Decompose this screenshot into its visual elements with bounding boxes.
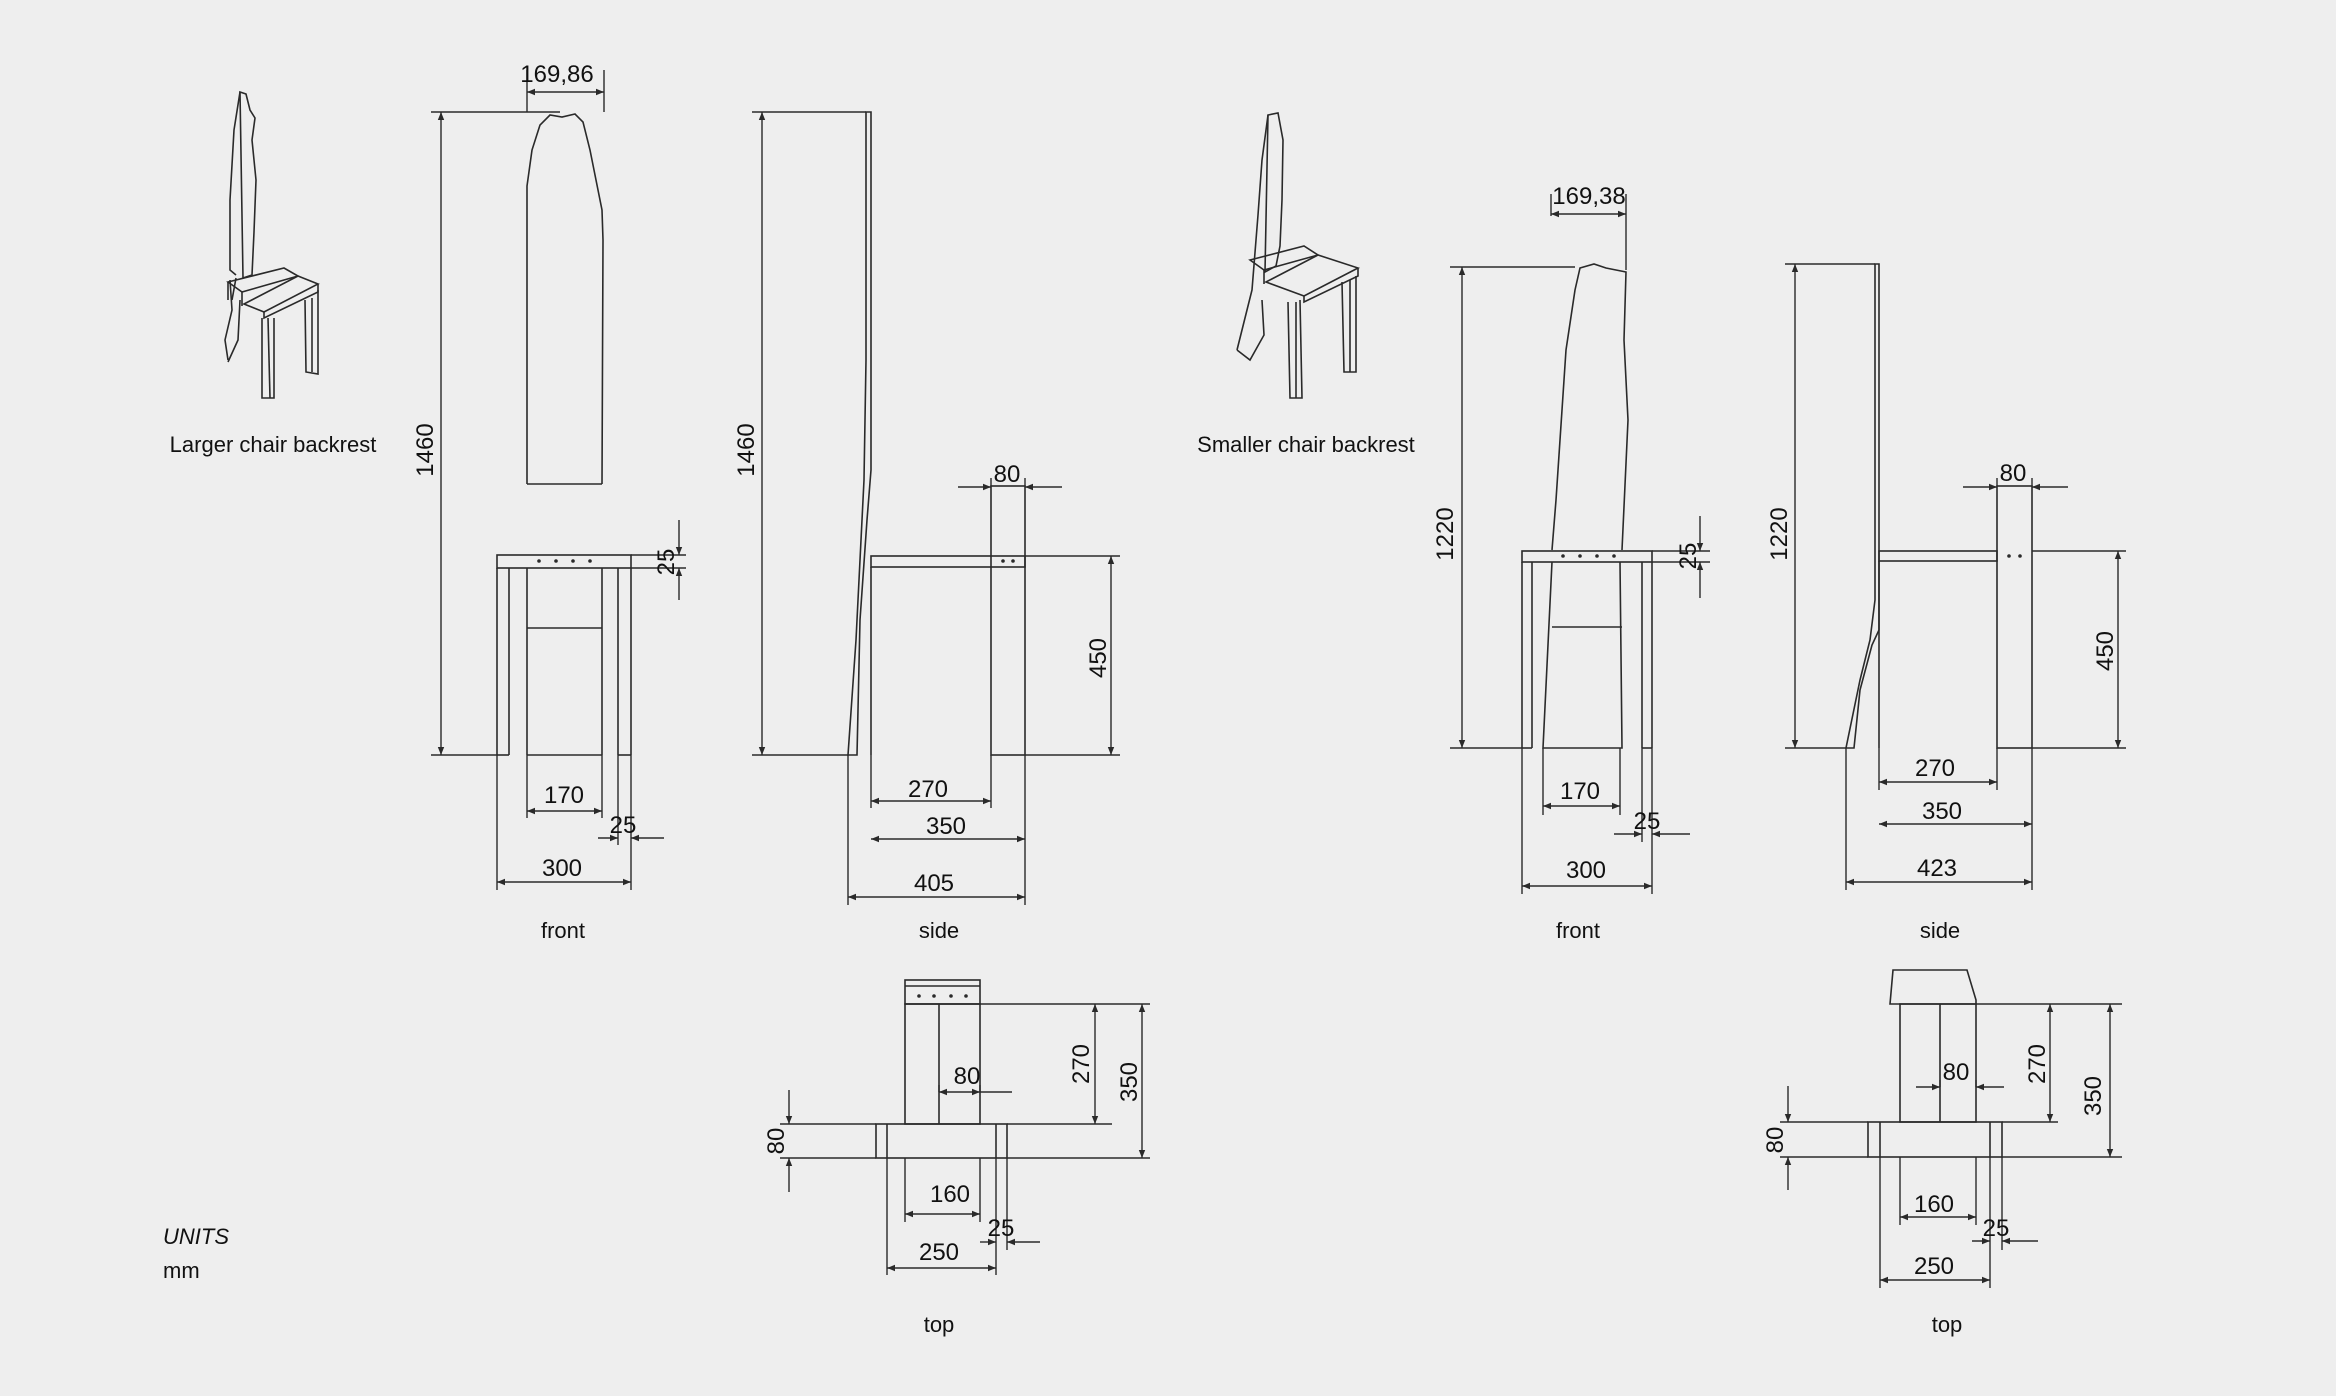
smaller-side-seat-height-label: 450 xyxy=(2092,631,2119,671)
smaller-side-leg-depth-label: 80 xyxy=(2000,460,2027,487)
larger-top-width-label: 250 xyxy=(919,1239,959,1266)
larger-top-leg-label: 25 xyxy=(988,1215,1015,1242)
larger-side-outline xyxy=(847,111,1026,756)
units-value: mm xyxy=(163,1258,200,1283)
smaller-side-depth-label: 350 xyxy=(1922,798,1962,825)
units-label: UNITS xyxy=(163,1224,229,1249)
smaller-side-caption: side xyxy=(1920,918,1960,943)
smaller-front-bolts xyxy=(1561,554,1616,558)
larger-top-seat-length-label: 270 xyxy=(1068,1044,1095,1084)
larger-side-bolts xyxy=(1001,559,1015,563)
smaller-top-slat-label: 80 xyxy=(1943,1059,1970,1086)
smaller-front-backrest-width-label: 169,38 xyxy=(1552,183,1625,210)
larger-side-dimension-lines xyxy=(752,111,1120,905)
smaller-top-caption: top xyxy=(1932,1312,1963,1337)
larger-top-caption: top xyxy=(924,1312,955,1337)
larger-side-caption: side xyxy=(919,918,959,943)
smaller-front-height-label: 1220 xyxy=(1432,507,1459,560)
larger-side-leg-depth-label: 80 xyxy=(994,461,1021,488)
larger-chair-caption: Larger chair backrest xyxy=(170,432,377,457)
larger-top-slat-label: 80 xyxy=(954,1063,981,1090)
smaller-top-width-label: 250 xyxy=(1914,1253,1954,1280)
larger-side-seat-depth-label: 270 xyxy=(908,776,948,803)
smaller-top-seat-length-label: 270 xyxy=(2024,1044,2051,1084)
larger-front-seat-thickness-label: 25 xyxy=(653,549,680,576)
larger-front-view: 169,86 1460 25 170 25 300 xyxy=(412,61,686,890)
larger-front-height-label: 1460 xyxy=(412,423,439,476)
smaller-front-outline xyxy=(1521,263,1653,749)
smaller-side-view: 1220 80 450 270 350 423 xyxy=(1766,263,2126,890)
smaller-side-bolts xyxy=(2007,554,2022,558)
larger-top-dimension-lines xyxy=(780,1003,1150,1275)
smaller-top-side-rail-label: 80 xyxy=(1762,1127,1789,1154)
larger-front-backrest-base-label: 170 xyxy=(544,782,584,809)
larger-front-width-label: 300 xyxy=(542,855,582,882)
larger-top-backrest-label: 160 xyxy=(930,1181,970,1208)
smaller-top-outline xyxy=(1867,969,2003,1158)
smaller-chair-isometric xyxy=(1236,112,1361,399)
larger-top-bolts xyxy=(917,994,968,998)
larger-top-outline xyxy=(875,979,1008,1159)
smaller-side-dimension-lines xyxy=(1785,263,2126,890)
larger-top-side-rail-label: 80 xyxy=(763,1128,790,1155)
larger-top-view: 270 350 80 80 160 25 250 xyxy=(763,979,1150,1275)
smaller-front-caption: front xyxy=(1556,918,1600,943)
smaller-side-outline xyxy=(1845,263,2033,749)
smaller-top-backrest-label: 160 xyxy=(1914,1191,1954,1218)
larger-chair-isometric xyxy=(224,90,320,399)
smaller-front-seat-thickness-label: 25 xyxy=(1675,543,1702,570)
smaller-side-overall-label: 423 xyxy=(1917,855,1957,882)
larger-front-dimension-lines xyxy=(431,70,686,890)
larger-front-outline xyxy=(496,113,632,756)
smaller-front-leg-label: 25 xyxy=(1634,808,1661,835)
smaller-front-view: 169,38 1220 25 170 25 300 xyxy=(1432,183,1710,894)
larger-side-height-label: 1460 xyxy=(733,423,760,476)
larger-top-overall-depth-label: 350 xyxy=(1116,1062,1143,1102)
larger-front-caption: front xyxy=(541,918,585,943)
smaller-top-overall-depth-label: 350 xyxy=(2080,1076,2107,1116)
larger-front-backrest-width-label: 169,86 xyxy=(520,61,593,88)
smaller-top-dimension-lines xyxy=(1780,1003,2122,1288)
smaller-top-view: 80 270 350 80 160 25 250 xyxy=(1762,969,2122,1288)
smaller-front-backrest-base-label: 170 xyxy=(1560,778,1600,805)
larger-side-overall-label: 405 xyxy=(914,870,954,897)
larger-side-depth-label: 350 xyxy=(926,813,966,840)
larger-front-bolts xyxy=(537,559,592,563)
larger-front-leg-label: 25 xyxy=(610,812,637,839)
smaller-top-leg-label: 25 xyxy=(1983,1215,2010,1242)
larger-side-seat-height-label: 450 xyxy=(1085,638,1112,678)
larger-side-view: 1460 80 450 270 350 405 xyxy=(733,111,1120,905)
smaller-side-seat-depth-label: 270 xyxy=(1915,755,1955,782)
smaller-front-dimension-lines xyxy=(1450,194,1710,894)
smaller-front-width-label: 300 xyxy=(1566,857,1606,884)
smaller-side-height-label: 1220 xyxy=(1766,507,1793,560)
smaller-chair-caption: Smaller chair backrest xyxy=(1197,432,1415,457)
